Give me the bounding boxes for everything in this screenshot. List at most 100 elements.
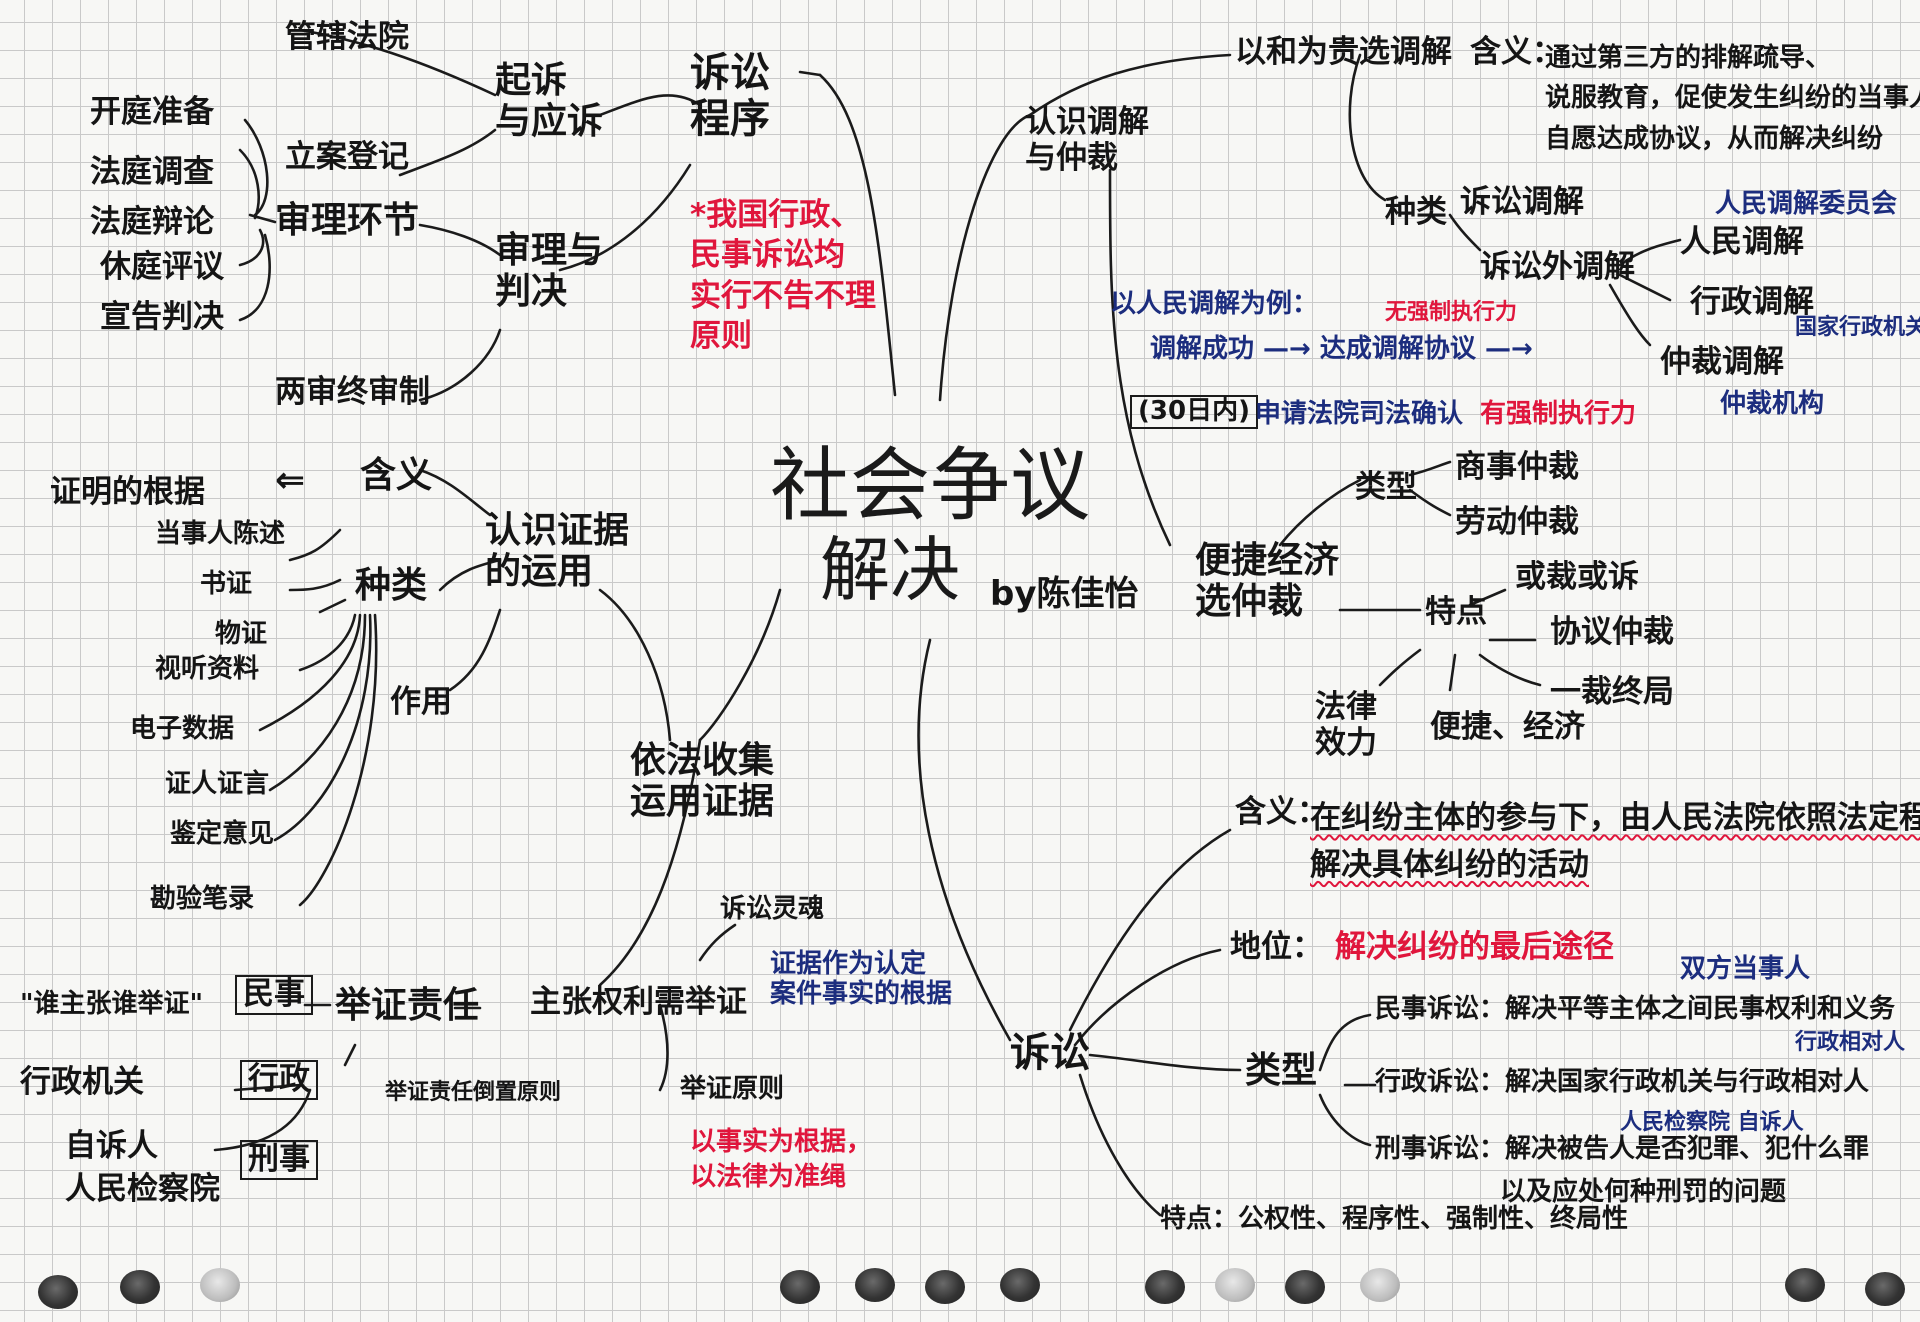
evidence-kind: 证人证言: [165, 769, 270, 799]
evidence-kind: 视听资料: [155, 654, 260, 684]
minshi-note: 双方当事人: [1680, 954, 1811, 984]
connector: [238, 233, 271, 322]
litigation-minshi: 民事诉讼：解决平等主体之间民事权利和义务: [1375, 994, 1896, 1024]
connector: [448, 608, 502, 692]
step-item: 法庭辩论: [90, 204, 214, 240]
evidence-yifa: 依法收集 运用证据: [630, 740, 775, 823]
binder-hole: [1215, 1268, 1255, 1302]
connector: [1278, 478, 1362, 547]
binder-hole: [200, 1268, 240, 1302]
connector: [268, 613, 367, 792]
connector: [1028, 53, 1232, 117]
connector: [1468, 588, 1507, 607]
shenli-panjue-node: 审理与 判决: [495, 230, 604, 313]
connector: [1108, 168, 1172, 547]
connector: [248, 213, 277, 224]
connector: [1318, 1093, 1372, 1147]
renmin-note: 人民调解委员会: [1715, 189, 1898, 219]
connector: [418, 223, 502, 257]
evidence-zhonglei: 种类: [355, 565, 428, 606]
xingshi-note: 人民检察院 自诉人: [1620, 1110, 1804, 1135]
connector: [343, 1043, 357, 1067]
flow-steps: 调解成功 —→ 达成调解协议 —→: [1150, 334, 1533, 364]
arbitration-bottom: 法律 效力: [1315, 689, 1377, 761]
title-author: by陈佳怡: [990, 574, 1139, 614]
connector: [1088, 1053, 1242, 1072]
arbitration-leixing: 类型: [1355, 469, 1417, 505]
connector: [1478, 653, 1542, 687]
litigation-hanyi-label: 含义：: [1235, 794, 1328, 830]
zeren-node: 举证责任: [335, 985, 480, 1026]
shenli-huanjie-node: 审理环节: [275, 200, 420, 241]
binder-hole: [120, 1270, 160, 1304]
mediation-zhongcai: 仲裁调解: [1660, 344, 1784, 380]
connector: [273, 613, 372, 842]
litigation-leixing: 类型: [1245, 1050, 1318, 1091]
juzheng-yuanze-desc: 以事实为根据， 以法律为准绳: [690, 1127, 873, 1193]
evidence-hanyi: 含义: [360, 455, 433, 496]
litigation-diwei-label: 地位：: [1230, 929, 1323, 965]
mediation-renmin: 人民调解: [1680, 224, 1804, 260]
song-ling-desc: 证据作为认定 案件事实的根据: [770, 949, 953, 1009]
litigation-tedian: 特点：公权性、程序性、强制性、终局性: [1160, 1204, 1629, 1234]
xingzheng-sus-note: 行政相对人: [1795, 1030, 1906, 1055]
connector: [1078, 1073, 1162, 1217]
connector: [243, 118, 269, 217]
binder-hole: [1145, 1270, 1185, 1304]
connector: [1073, 948, 1222, 1047]
type-xingzheng: 行政: [240, 1060, 318, 1100]
arbitration-feature: 一裁终局: [1550, 674, 1674, 710]
connector: [1618, 273, 1672, 302]
liangshen-label: 两审终审制: [275, 374, 430, 410]
mediation-node: 认识调解 与仲裁: [1025, 104, 1149, 176]
connector: [398, 128, 497, 177]
litigation-node: 诉讼: [1010, 1030, 1090, 1076]
binder-hole: [855, 1268, 895, 1302]
connector: [1318, 1013, 1372, 1072]
evidence-kind: 勘验笔录: [150, 884, 255, 914]
juzheng-yuanze: 举证原则: [680, 1074, 785, 1104]
title-main: 社会争议: [770, 439, 1090, 532]
xingzheng-note: 国家行政机关: [1795, 315, 1920, 340]
connector: [1448, 213, 1482, 252]
connector: [233, 1083, 302, 1092]
arbitration-tedian: 特点: [1425, 594, 1487, 630]
type-xingshi: 刑事: [240, 1140, 318, 1180]
connector: [598, 738, 702, 987]
title-sub: 解决: [820, 529, 960, 611]
connector: [288, 528, 342, 562]
connector: [418, 328, 502, 402]
connector: [917, 638, 1012, 1042]
connector: [1408, 460, 1452, 477]
connector: [1448, 653, 1457, 692]
song-ling: 诉讼灵魂: [720, 894, 825, 924]
connector: [238, 148, 260, 220]
arbitration-type: 劳动仲裁: [1455, 504, 1579, 540]
flow-note: 无强制执行力: [1385, 300, 1518, 325]
mediation-hanyi: 通过第三方的排解疏导、 说服教育，促使发生纠纷的当事人 自愿达成协议，从而解决纠…: [1545, 43, 1920, 154]
binder-hole: [1865, 1272, 1905, 1306]
arbitration-feature: 或裁或诉: [1515, 559, 1639, 595]
binder-hole: [925, 1270, 965, 1304]
connector: [598, 94, 702, 117]
connector: [238, 228, 265, 267]
connector: [213, 1088, 312, 1152]
connector: [258, 613, 362, 732]
connector: [798, 70, 822, 77]
evidence-kind: 鉴定意见: [170, 819, 275, 849]
connector: [698, 923, 737, 962]
connector: [318, 598, 347, 614]
evidence-zuoyong: 作用: [390, 684, 452, 720]
arbitration-node: 便捷经济 选仲裁: [1195, 540, 1340, 623]
flow-apply: 申请法院司法确认: [1255, 399, 1464, 429]
connector: [418, 468, 492, 517]
type-xingshi-party: 自诉人 人民检察院: [65, 1128, 220, 1208]
connector: [558, 163, 692, 272]
evidence-kind: 电子数据: [130, 714, 235, 744]
connector: [1408, 488, 1452, 517]
connector: [298, 613, 357, 672]
mediation-title: 以和为贵选调解: [1235, 34, 1452, 70]
connector: [298, 613, 378, 907]
